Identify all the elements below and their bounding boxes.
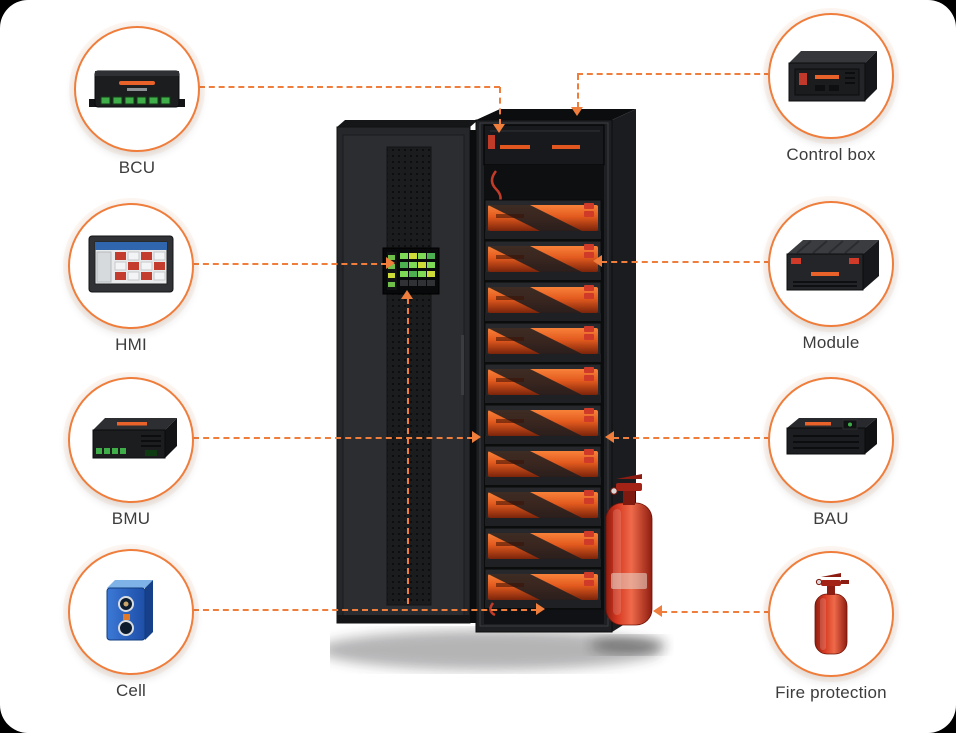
- cabinet-shadow: [330, 630, 662, 670]
- battery-module: [484, 322, 602, 363]
- hmi-internal-connector: [407, 298, 409, 604]
- module-label: Module: [802, 333, 860, 352]
- bmu-ring: [68, 377, 194, 503]
- bmu-device-icon: [92, 418, 177, 459]
- battery-cabinet-illustration: [330, 109, 666, 670]
- control-box-icon: [788, 51, 877, 102]
- module-connector: [601, 261, 770, 263]
- battery-module: [484, 199, 602, 240]
- fire-protection-label: Fire protection: [775, 683, 887, 702]
- cell-arrow-icon: [536, 603, 545, 615]
- cell-label: Cell: [115, 681, 147, 700]
- battery-module: [484, 240, 602, 281]
- bau-arrow-icon: [605, 431, 614, 443]
- battery-module: [484, 363, 602, 404]
- bcu-connector-vertical: [499, 87, 501, 125]
- fire-protection-ring: [768, 551, 894, 677]
- hmi-connector: [193, 263, 387, 265]
- bau-label: BAU: [813, 509, 849, 528]
- battery-module: [484, 486, 602, 527]
- callout-bcu: BCU: [67, 26, 207, 178]
- callout-hmi: HMI: [61, 203, 201, 355]
- fire-protection-connector: [661, 611, 770, 613]
- module-ring: [768, 201, 894, 327]
- battery-module: [484, 445, 602, 486]
- callout-module: Module: [761, 201, 901, 353]
- cell-connector: [193, 609, 537, 611]
- bcu-arrow-icon: [493, 124, 505, 133]
- bcu-ring: [74, 26, 200, 152]
- hmi-arrow-icon: [386, 257, 395, 269]
- bmu-arrow-icon: [472, 431, 481, 443]
- hmi-label: HMI: [115, 335, 147, 354]
- control-box-ring: [768, 13, 894, 139]
- bau-device-icon: [786, 418, 877, 455]
- right-cabinet: [475, 109, 636, 633]
- bcu-label: BCU: [118, 158, 156, 177]
- bmu-connector: [193, 437, 473, 439]
- battery-module: [484, 281, 602, 322]
- battery-module: [484, 527, 602, 568]
- hmi-ring: [68, 203, 194, 329]
- callout-cell: Cell: [61, 549, 201, 701]
- left-cabinet: [336, 120, 478, 624]
- control-box-label: Control box: [786, 145, 876, 164]
- control-box-arrow-icon: [571, 107, 583, 116]
- control-box-connector-vertical: [577, 74, 579, 108]
- module-arrow-icon: [593, 255, 602, 267]
- bcu-device-icon: [89, 70, 185, 108]
- bau-connector: [613, 437, 770, 439]
- callout-fire-protection: Fire protection: [761, 551, 901, 703]
- door-handle: [461, 335, 464, 395]
- callout-bmu: BMU: [61, 377, 201, 529]
- callout-bau: BAU: [761, 377, 901, 529]
- bmu-label: BMU: [111, 509, 151, 528]
- cabinet-control-box: [483, 124, 605, 166]
- vent-grille: [386, 146, 432, 606]
- callout-control-box: Control box: [761, 13, 901, 165]
- bcu-connector: [199, 86, 500, 88]
- control-box-connector: [577, 73, 770, 75]
- cylinder-shadow: [590, 636, 666, 654]
- fire-extinguisher-icon: [814, 573, 849, 655]
- cell-ring: [68, 549, 194, 675]
- fire-suppression-cylinder: [605, 474, 653, 626]
- battery-module-icon: [786, 240, 879, 291]
- hmi-panel-icon: [88, 235, 174, 293]
- battery-module: [484, 404, 602, 445]
- door-hmi-display: [382, 247, 440, 295]
- fire-protection-arrow-icon: [653, 605, 662, 617]
- battery-cell-icon: [106, 580, 153, 641]
- hmi-internal-arrow-icon: [401, 290, 413, 299]
- bau-ring: [768, 377, 894, 503]
